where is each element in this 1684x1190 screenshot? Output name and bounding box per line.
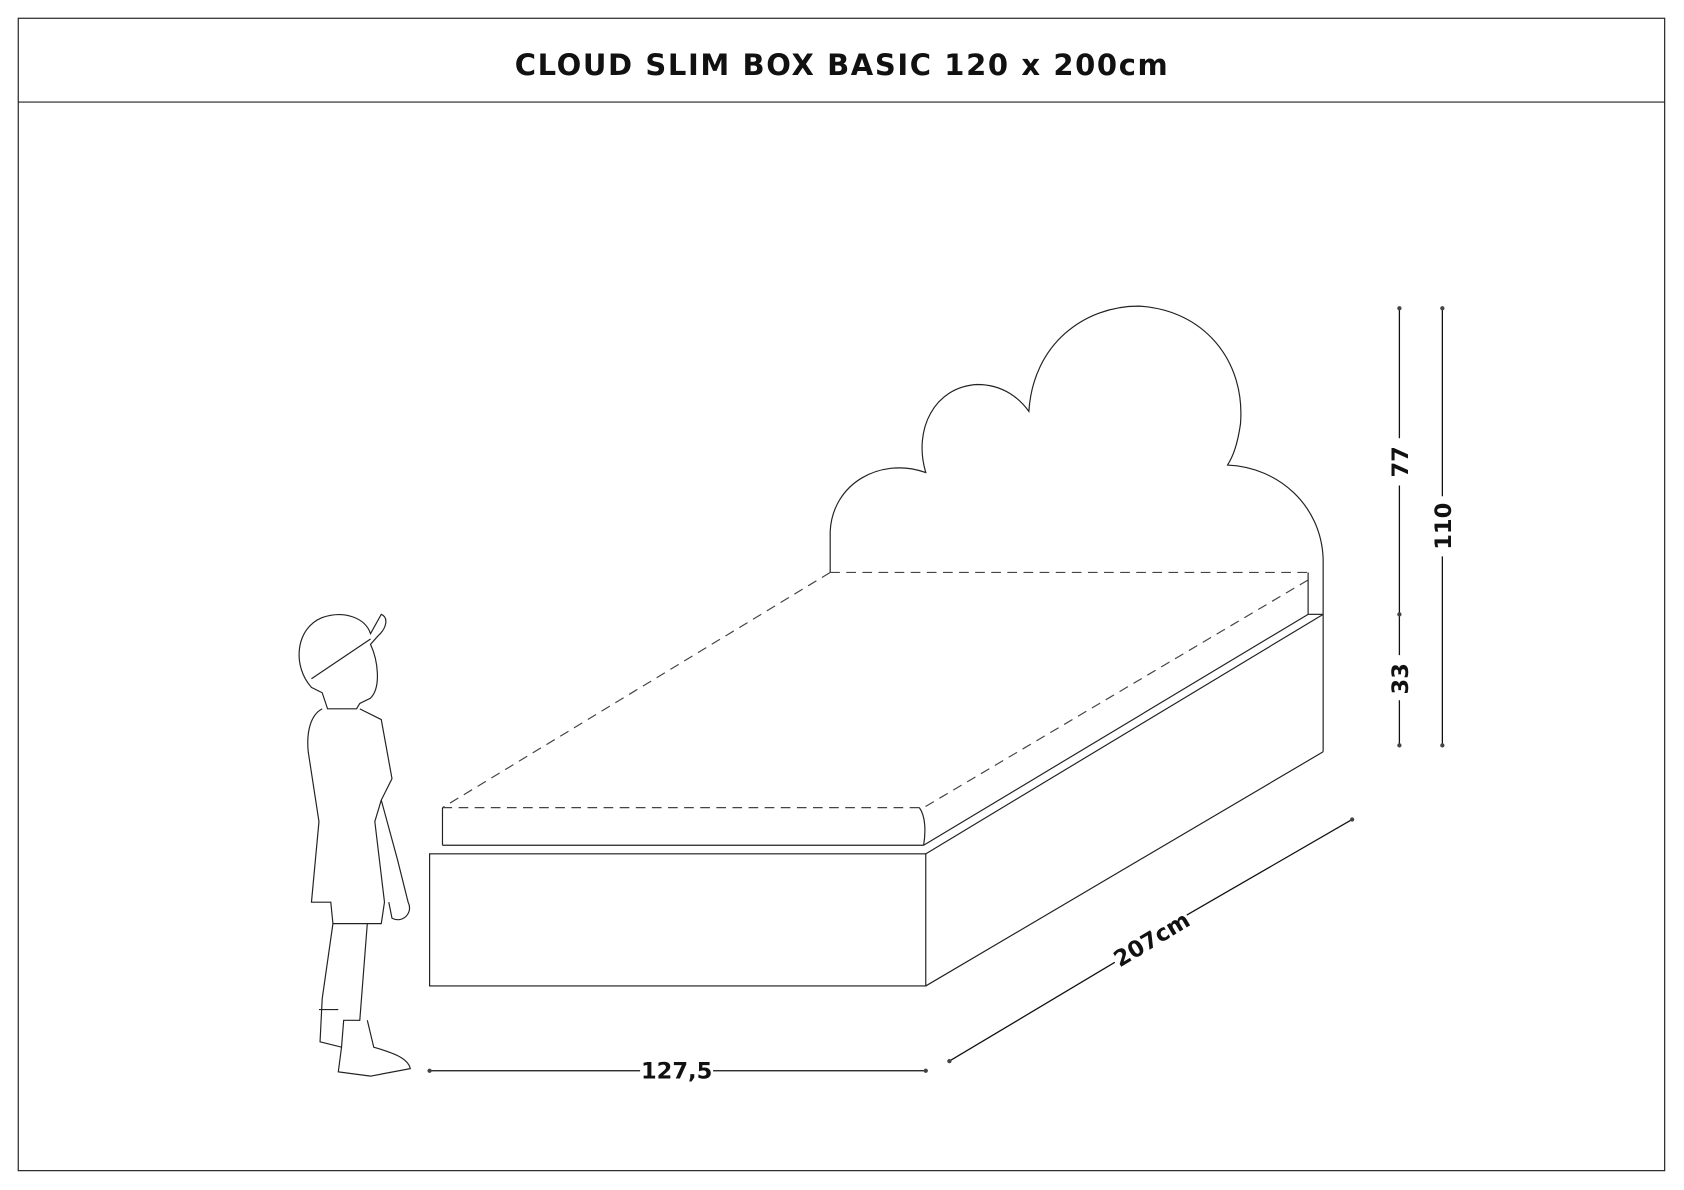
total-height-dimension: 110 [1431, 306, 1457, 748]
bed-base-box [429, 613, 1324, 987]
width-dimension: 127,5 [427, 1058, 928, 1084]
outer-frame [17, 17, 1666, 1172]
length-dimension: 207cm [947, 817, 1355, 1064]
child-figure-icon [298, 613, 411, 1077]
width-label: 127,5 [641, 1058, 712, 1084]
cloud-headboard [829, 305, 1324, 615]
drawing-title: CLOUD SLIM BOX BASIC 120 x 200cm [515, 48, 1170, 82]
height-dimension-split: 77 33 [1388, 306, 1414, 748]
headboard-height-label: 77 [1388, 446, 1414, 477]
mattress [441, 571, 1309, 846]
base-height-label: 33 [1388, 663, 1414, 694]
total-height-label: 110 [1431, 503, 1457, 550]
length-label: 207cm [1109, 907, 1194, 973]
